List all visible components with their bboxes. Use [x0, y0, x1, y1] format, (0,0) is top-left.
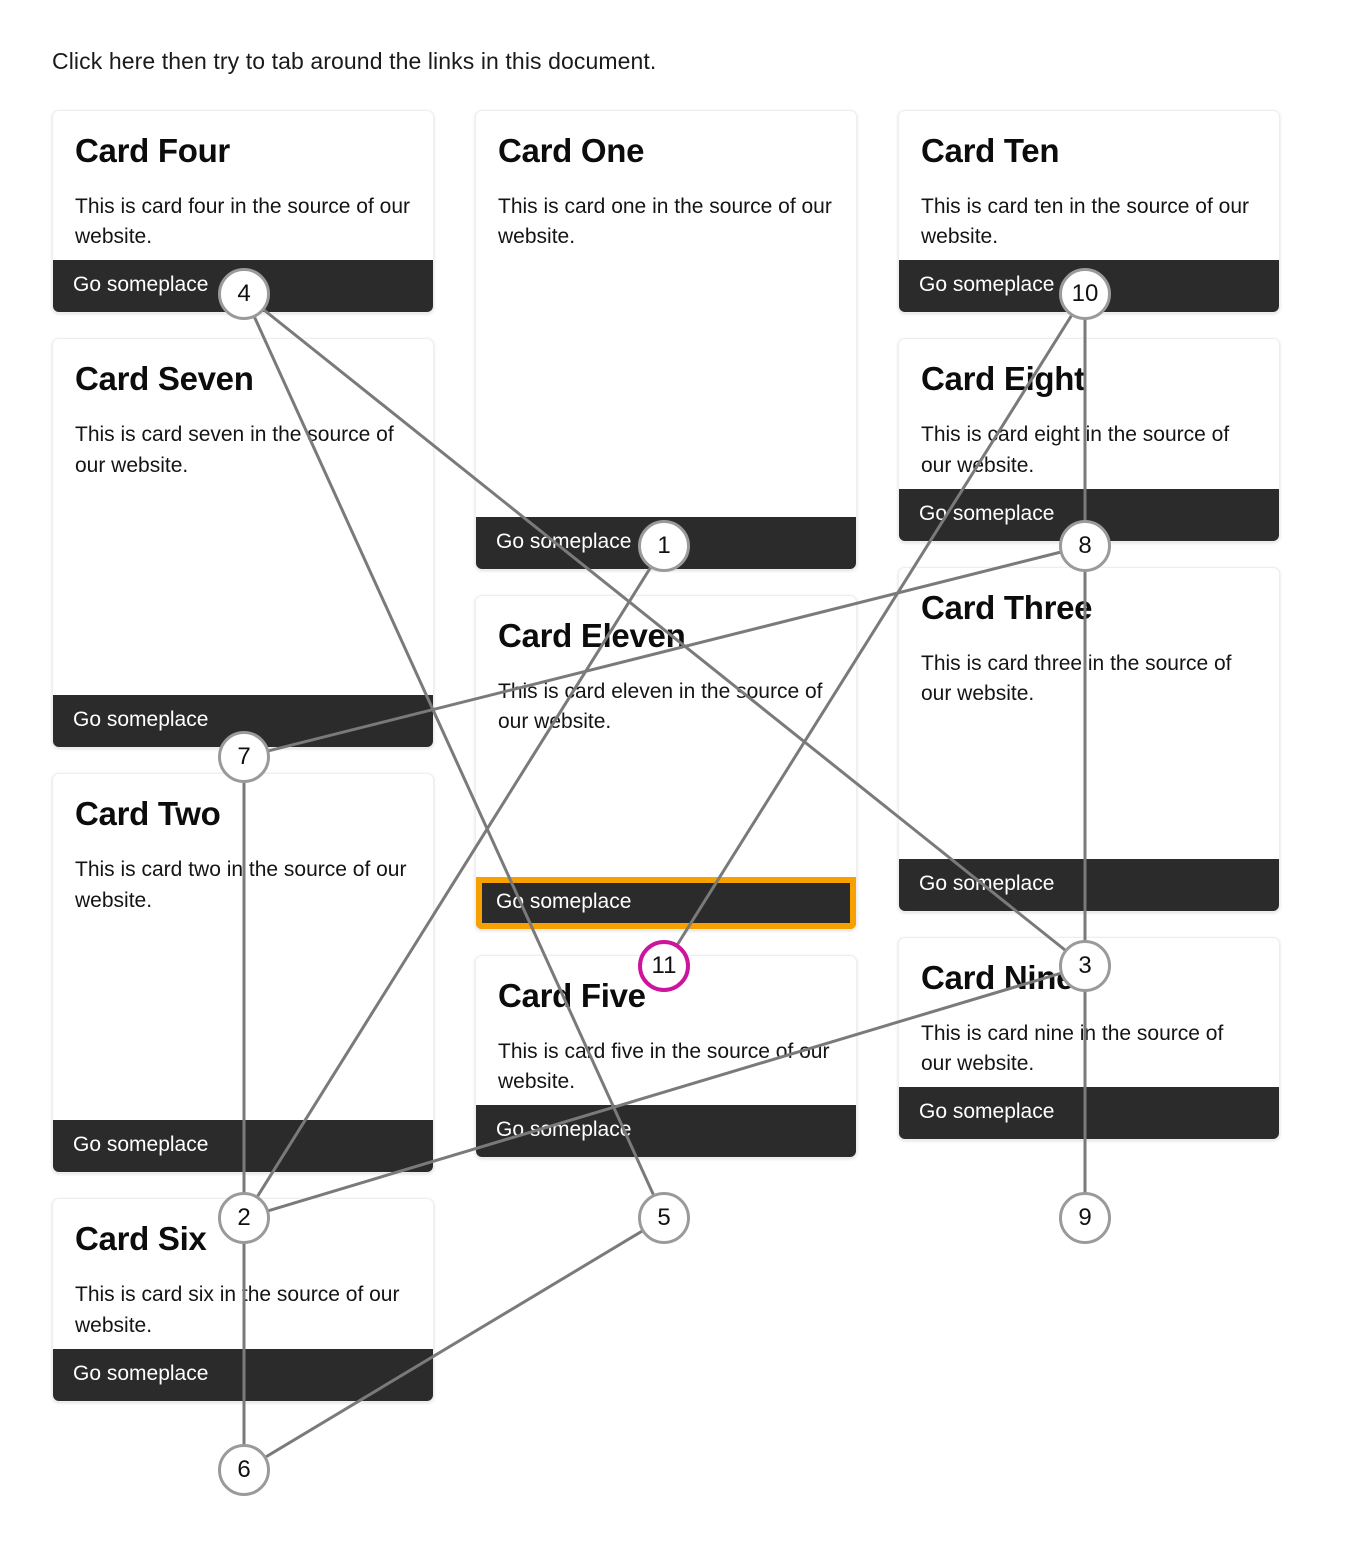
tab-order-badge-4: 4 [218, 268, 270, 320]
card-link-card-two[interactable]: Go someplace [53, 1120, 433, 1173]
card-title: Card One [498, 132, 645, 169]
card-link-card-three[interactable]: Go someplace [899, 858, 1279, 911]
card-link-card-eleven[interactable]: Go someplace [476, 877, 856, 929]
tab-order-badge-2: 2 [218, 1192, 270, 1244]
card-title: Card Three [921, 588, 1093, 626]
tab-order-badge-3: 3 [1059, 940, 1111, 992]
card-title: Card Seven [75, 360, 254, 398]
tab-order-badge-7: 7 [218, 731, 270, 783]
card-link-card-six[interactable]: Go someplace [53, 1348, 433, 1401]
card-description: This is card eight in the source of our … [921, 423, 1230, 477]
card-title: Card Two [75, 795, 221, 833]
tab-order-badge-6: 6 [218, 1444, 270, 1496]
card-title: Card Ten [921, 132, 1060, 169]
page-intro-text: Click here then try to tab around the li… [52, 48, 657, 74]
card-link-card-nine[interactable]: Go someplace [899, 1087, 1279, 1140]
card-description: This is card nine in the source of our w… [921, 1021, 1224, 1076]
card-description: This is card four in the source of our w… [75, 194, 410, 249]
card-description: This is card six in the source of our we… [75, 1283, 400, 1337]
card-description: This is card three in the source of our … [921, 651, 1232, 706]
tab-order-badge-1: 1 [638, 520, 690, 572]
tab-order-badge-11: 11 [638, 940, 690, 992]
tab-order-badge-8: 8 [1059, 520, 1111, 572]
card-title: Card Eleven [498, 617, 686, 654]
card-title: Card Eight [921, 360, 1085, 398]
card-description: This is card one in the source of our we… [498, 194, 832, 249]
card-description: This is card two in the source of our we… [75, 858, 407, 912]
card-link-card-five[interactable]: Go someplace [476, 1105, 856, 1158]
card-description: This is card eleven in the source of our… [498, 679, 823, 734]
card-description: This is card five in the source of our w… [498, 1039, 830, 1094]
tab-order-badge-10: 10 [1059, 268, 1111, 320]
card-description: This is card ten in the source of our we… [921, 194, 1249, 249]
tab-order-badge-9: 9 [1059, 1192, 1111, 1244]
card-description: This is card seven in the source of our … [75, 423, 394, 477]
card-title: Card Four [75, 132, 230, 169]
tab-order-badge-5: 5 [638, 1192, 690, 1244]
card-title: Card Six [75, 1220, 207, 1258]
